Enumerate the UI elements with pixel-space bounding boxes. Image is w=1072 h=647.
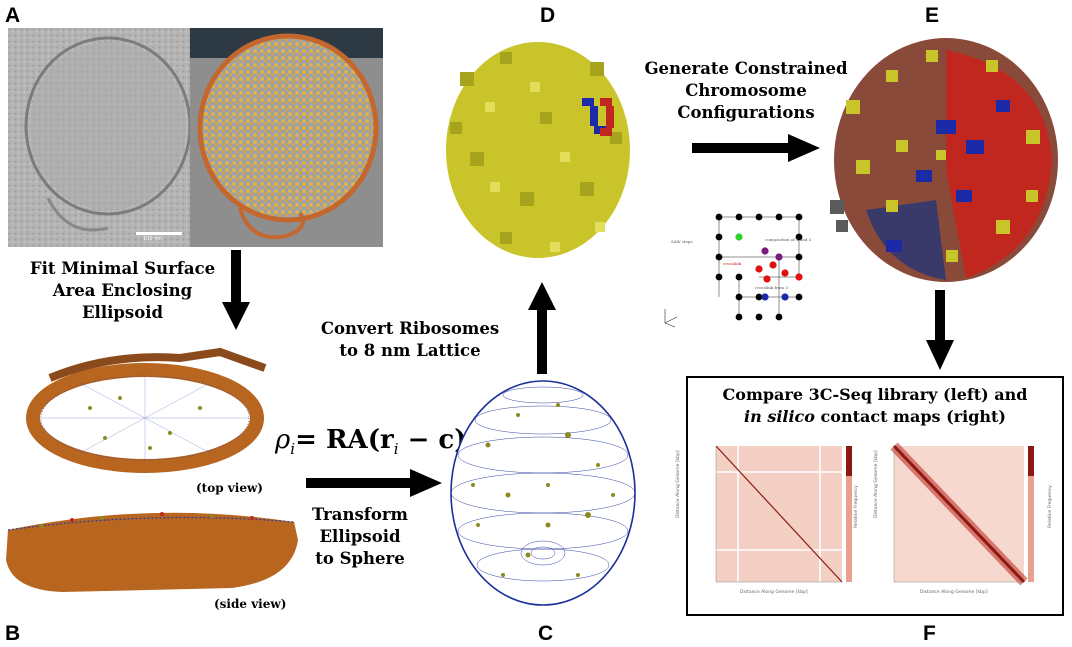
compare-title-rest: contact maps (right) xyxy=(814,407,1006,426)
compare-title-italic: in silico xyxy=(744,407,815,426)
panel-label-e: E xyxy=(925,4,940,27)
right-map-xlabel: Distance Along Genome [kbp] xyxy=(920,590,988,595)
convert-line-1: Convert Ribosomes xyxy=(320,319,500,338)
top-view-label: (top view) xyxy=(196,481,263,495)
generate-line-3: Configurations xyxy=(677,103,815,122)
lattice-label-left: SAW steps xyxy=(671,239,693,244)
fit-line-1: Fit Minimal Surface xyxy=(29,259,216,278)
contact-map-in-silico xyxy=(886,442,1051,602)
panel-label-f: F xyxy=(923,622,936,645)
chromosome-configuration-image xyxy=(826,30,1064,286)
left-map-xlabel: Distance Along Genome [kbp] xyxy=(740,590,808,595)
arrow-down-icon xyxy=(926,290,954,370)
left-map-ylabel: Distance Along Genome [kbp] xyxy=(676,450,681,518)
arrow-up-icon xyxy=(528,282,556,374)
compare-title-line-1: Compare 3C-Seq library (left) and xyxy=(722,385,1028,404)
compare-title-line-2: in silico contact maps (right) xyxy=(688,406,1062,428)
scale-bar xyxy=(136,232,182,235)
transform-line-1: Transform xyxy=(311,505,408,524)
lattice-label-top: composition of 1 and 3 xyxy=(765,237,812,242)
ribosome-lattice-image xyxy=(440,32,636,276)
convert-step: Convert Ribosomes to 8 nm Lattice xyxy=(320,318,500,362)
right-map-ylabel: Distance Along Genome [kbp] xyxy=(874,450,879,518)
arrow-down-icon xyxy=(222,250,250,330)
eq-tail: − c) xyxy=(398,425,467,455)
eq-rhs: = RA(r xyxy=(295,425,394,455)
generate-line-1: Generate Constrained xyxy=(644,59,848,78)
panel-label-d: D xyxy=(540,4,556,27)
contact-map-3c-seq xyxy=(708,442,858,602)
convert-line-2: to 8 nm Lattice xyxy=(339,341,481,360)
transform-line-3: to Sphere xyxy=(315,549,405,568)
generate-line-2: Chromosome xyxy=(685,81,807,100)
right-map-cbar-label: Relative Frequency xyxy=(1048,485,1053,528)
fit-line-2: Area Enclosing xyxy=(52,281,193,300)
arrow-right-icon xyxy=(306,469,442,497)
panel-label-a: A xyxy=(5,4,21,27)
lattice-label-mid: crosslink xyxy=(723,261,742,266)
transform-step: Transform Ellipsoid to Sphere xyxy=(310,504,410,570)
tomogram-segmented-image xyxy=(190,28,383,247)
ellipsoid-top-view xyxy=(20,338,275,488)
tomogram-raw-image xyxy=(8,28,190,247)
side-view-label: (side view) xyxy=(214,597,287,611)
generate-step: Generate Constrained Chromosome Configur… xyxy=(636,58,856,124)
fit-ellipsoid-step: Fit Minimal Surface Area Enclosing Ellip… xyxy=(20,258,225,324)
fit-line-3: Ellipsoid xyxy=(81,303,164,322)
scale-bar-label: 100 nm xyxy=(143,236,163,242)
panel-label-b: B xyxy=(5,622,21,645)
left-map-cbar-label: Relative Frequency xyxy=(854,485,859,528)
arrow-right-icon xyxy=(692,134,820,162)
transform-line-2: Ellipsoid xyxy=(319,527,401,546)
lattice-schematic: SAW steps composition of 1 and 3 crossli… xyxy=(655,205,815,335)
eq-sub-i: i xyxy=(290,440,296,459)
transform-equation: ρi= RA(ri − c) xyxy=(275,425,467,458)
eq-rho: ρ xyxy=(275,425,291,455)
sphere-image xyxy=(448,375,638,610)
ellipsoid-side-view xyxy=(2,500,300,600)
contact-map-comparison: Compare 3C-Seq library (left) and in sil… xyxy=(676,376,1064,616)
panel-label-c: C xyxy=(538,622,554,645)
lattice-label-bot: crosslink from 3 xyxy=(755,285,788,290)
eq-sub-i-2: i xyxy=(393,440,399,459)
